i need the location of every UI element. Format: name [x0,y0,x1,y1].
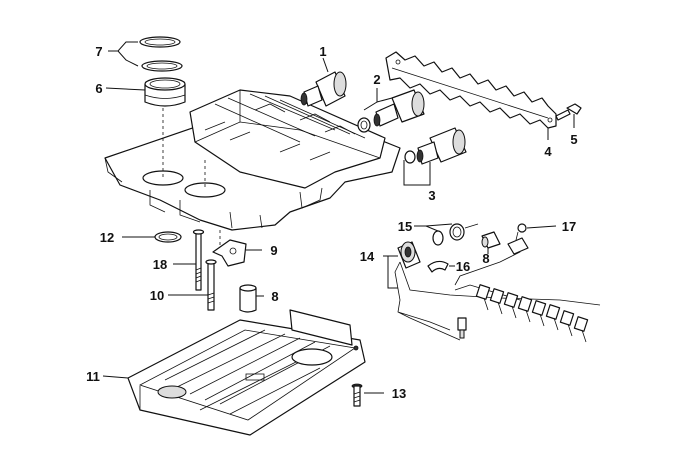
solenoid-valve-2 [357,88,425,133]
bolt-long [173,229,205,291]
callout-2: 2 [373,72,380,87]
retaining-strip [385,51,557,140]
filter-plug-lower [239,284,264,313]
callout-14: 14 [360,249,375,264]
harness-seals [414,223,479,246]
screw [555,103,582,128]
callout-12: 12 [100,230,114,245]
oil-filter [102,309,366,436]
callout-17: 17 [562,219,576,234]
filter-screw [351,383,384,407]
solenoid-valve-3 [403,127,467,186]
callout-labels: 1 2 3 4 5 6 7 8 8 9 10 11 12 13 14 15 16… [86,44,577,401]
bolt-short [168,259,217,311]
valve-body [104,89,401,250]
callout-15: 15 [398,219,412,234]
callout-8-lower: 8 [271,289,278,304]
callout-10: 10 [150,288,164,303]
callout-6: 6 [95,81,102,96]
harness-connector-row [475,284,589,343]
cable-terminal [507,223,557,255]
callout-4: 4 [544,144,552,159]
wiring-harness [383,240,601,343]
solenoid-valve-1 [300,57,347,107]
clip [427,260,455,273]
bracket [212,239,262,267]
callout-8-harness: 8 [482,251,489,266]
callout-18: 18 [153,257,167,272]
seal-rings [108,36,183,72]
filter-plug-harness [481,231,501,254]
callout-5: 5 [570,132,577,147]
callout-7: 7 [95,44,102,59]
callout-9: 9 [270,243,277,258]
callout-1: 1 [319,44,326,59]
callout-13: 13 [392,386,406,401]
o-ring [122,231,182,243]
piston-sleeve [105,77,186,107]
callout-3: 3 [428,188,435,203]
callout-11: 11 [86,369,100,384]
callout-16: 16 [456,259,470,274]
